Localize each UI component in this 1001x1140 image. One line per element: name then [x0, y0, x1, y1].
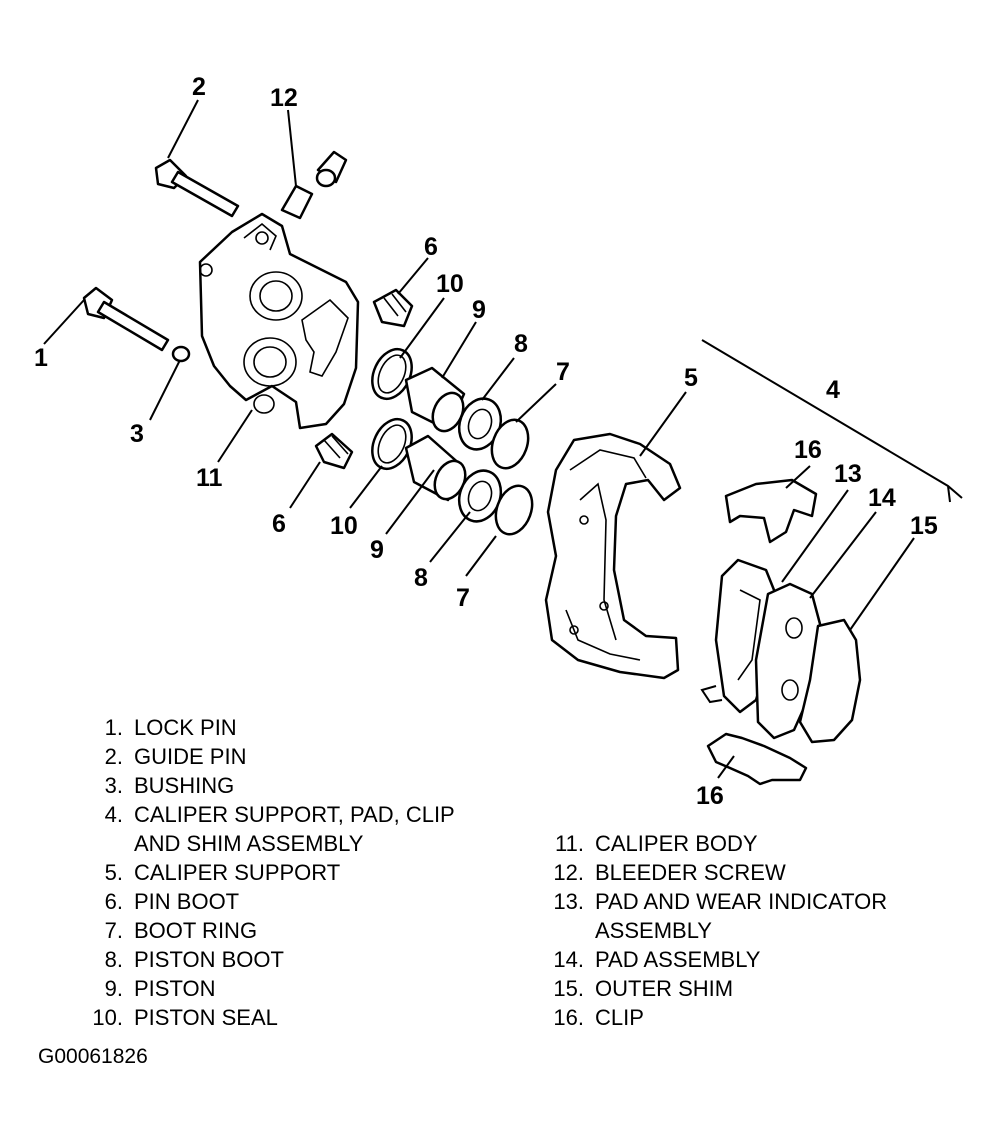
legend-num: 7. [105, 918, 123, 943]
callout-7-upper: 7 [556, 358, 570, 386]
guide-pin [154, 158, 240, 218]
clip-upper [724, 478, 818, 544]
legend-text: PAD AND WEAR INDICATOR [595, 889, 887, 914]
legend-num: 9. [105, 976, 123, 1001]
callout-6-upper: 6 [424, 233, 438, 261]
legend-text: PAD ASSEMBLY [595, 947, 761, 972]
legend-num: 5. [105, 860, 123, 885]
bleeder-screw [280, 150, 348, 220]
legend-text: ASSEMBLY [595, 918, 712, 943]
legend-right: 11. CALIPER BODY 12. BLEEDER SCREW 13. P… [553, 831, 887, 1030]
legend-text: PISTON BOOT [134, 947, 284, 972]
lock-pin [82, 286, 170, 352]
legend-num: 16. [553, 1005, 584, 1030]
leader-lines [43, 99, 915, 779]
callout-6-lower: 6 [272, 510, 286, 538]
callout-1: 1 [34, 344, 48, 372]
legend-text: LOCK PIN [134, 715, 237, 740]
legend-num: 3. [105, 773, 123, 798]
callout-4: 4 [826, 376, 840, 404]
legend-left: 1. LOCK PIN 2. GUIDE PIN 3. BUSHING 4. C… [92, 715, 454, 1030]
legend-text: BLEEDER SCREW [595, 860, 786, 885]
legend-num: 10. [92, 1005, 123, 1030]
callout-8-upper: 8 [514, 330, 528, 358]
legend-text: CALIPER SUPPORT [134, 860, 340, 885]
callout-10-lower: 10 [330, 512, 358, 540]
callout-14: 14 [868, 484, 896, 512]
legend-text: PISTON SEAL [134, 1005, 278, 1030]
clip-lower [706, 732, 808, 786]
legend-text: PISTON [134, 976, 216, 1001]
callout-11: 11 [196, 464, 223, 492]
callout-16-upper: 16 [794, 436, 822, 464]
legend-text: CALIPER SUPPORT, PAD, CLIP [134, 802, 455, 827]
callout-3: 3 [130, 420, 144, 448]
callout-5: 5 [684, 364, 698, 392]
piston-lower [404, 434, 467, 502]
legend-num: 13. [553, 889, 584, 914]
legend-text: CLIP [595, 1005, 644, 1030]
legend-num: 11. [555, 831, 584, 856]
legend-num: 15. [553, 976, 584, 1001]
legend-text: PIN BOOT [134, 889, 239, 914]
callout-15: 15 [910, 512, 938, 540]
legend-num: 6. [105, 889, 123, 914]
callout-9-upper: 9 [472, 296, 486, 324]
callout-7-lower: 7 [456, 584, 470, 612]
caliper-support [544, 432, 682, 680]
legend-num: 4. [105, 802, 123, 827]
legend-text: CALIPER BODY [595, 831, 758, 856]
legend-text: AND SHIM ASSEMBLY [134, 831, 364, 856]
callout-2: 2 [192, 73, 206, 101]
pin-boot-lower [314, 432, 354, 470]
legend-num: 2. [105, 744, 123, 769]
legend-num: 12. [553, 860, 584, 885]
bushing [171, 345, 191, 363]
legend-num: 8. [105, 947, 123, 972]
callout-8-lower: 8 [414, 564, 428, 592]
callout-9-lower: 9 [370, 536, 384, 564]
boot-ring-lower [494, 484, 534, 536]
caliper-body [198, 212, 360, 430]
legend-num: 14. [553, 947, 584, 972]
callout-10-upper: 10 [436, 270, 464, 298]
figure-code: G00061826 [38, 1045, 148, 1068]
callout-13: 13 [834, 460, 862, 488]
legend-text: BUSHING [134, 773, 234, 798]
assembly-bracket [701, 339, 963, 503]
callout-16-lower: 16 [696, 782, 724, 810]
callout-12: 12 [270, 84, 298, 112]
legend-text: OUTER SHIM [595, 976, 733, 1001]
legend-text: GUIDE PIN [134, 744, 246, 769]
legend-num: 1. [105, 715, 123, 740]
legend-text: BOOT RING [134, 918, 257, 943]
pin-boot-upper [372, 288, 414, 328]
